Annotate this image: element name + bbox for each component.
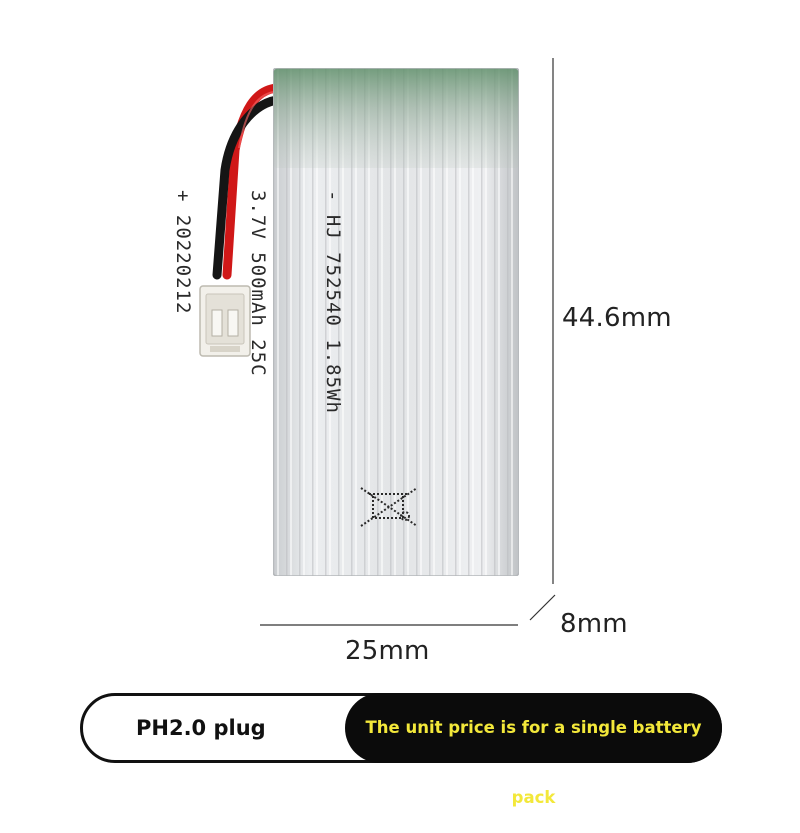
height-dimension-label: 44.6mm xyxy=(562,303,672,333)
ph2-connector xyxy=(199,285,251,357)
crossed-out-wheelie-bin-icon xyxy=(360,487,418,527)
battery-wires xyxy=(212,83,282,280)
lipo-battery-pack xyxy=(273,68,519,576)
price-note-pill: The unit price is for a single battery p… xyxy=(345,693,722,807)
depth-dimension-label: 8mm xyxy=(560,609,628,639)
plug-type-label: PH2.0 plug xyxy=(136,716,266,740)
info-banner: PH2.0 plug The unit price is for a singl… xyxy=(80,693,722,807)
width-dimension-label: 25mm xyxy=(345,636,430,666)
price-note-label: The unit price is for a single battery p… xyxy=(365,718,702,807)
dimension-lines xyxy=(260,58,556,626)
